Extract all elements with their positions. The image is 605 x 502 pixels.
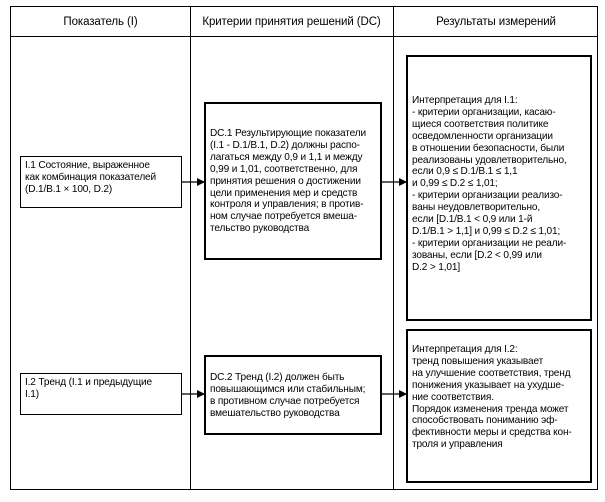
column-header-criteria: Критерии принятия решений (DC) <box>202 15 381 28</box>
result-box-2: Интерпретация для I.2: тренд повышения у… <box>406 329 592 483</box>
criterion-box-1: DC.1 Результирующие показатели (I.1 - D.… <box>204 102 382 260</box>
indicator-box-1: I.1 Состояние, выраженное как комбинация… <box>20 156 182 208</box>
indicator-box-2: I.2 Тренд (I.1 и предыдущие I.1) <box>20 373 182 415</box>
result-box-1: Интерпретация для I.1: - критерии органи… <box>406 55 592 321</box>
column-header-indicator: Показатель (I) <box>63 15 138 28</box>
column-divider <box>190 7 191 489</box>
column-header-results: Результаты измерений <box>436 15 556 28</box>
decision-table: Показатель (I) Критерии принятия решений… <box>10 6 598 490</box>
flow-arrows <box>182 178 407 398</box>
criterion-box-2: DC.2 Тренд (I.2) должен быть повышающимс… <box>204 355 382 435</box>
column-divider <box>393 7 394 489</box>
header-divider <box>11 36 597 37</box>
